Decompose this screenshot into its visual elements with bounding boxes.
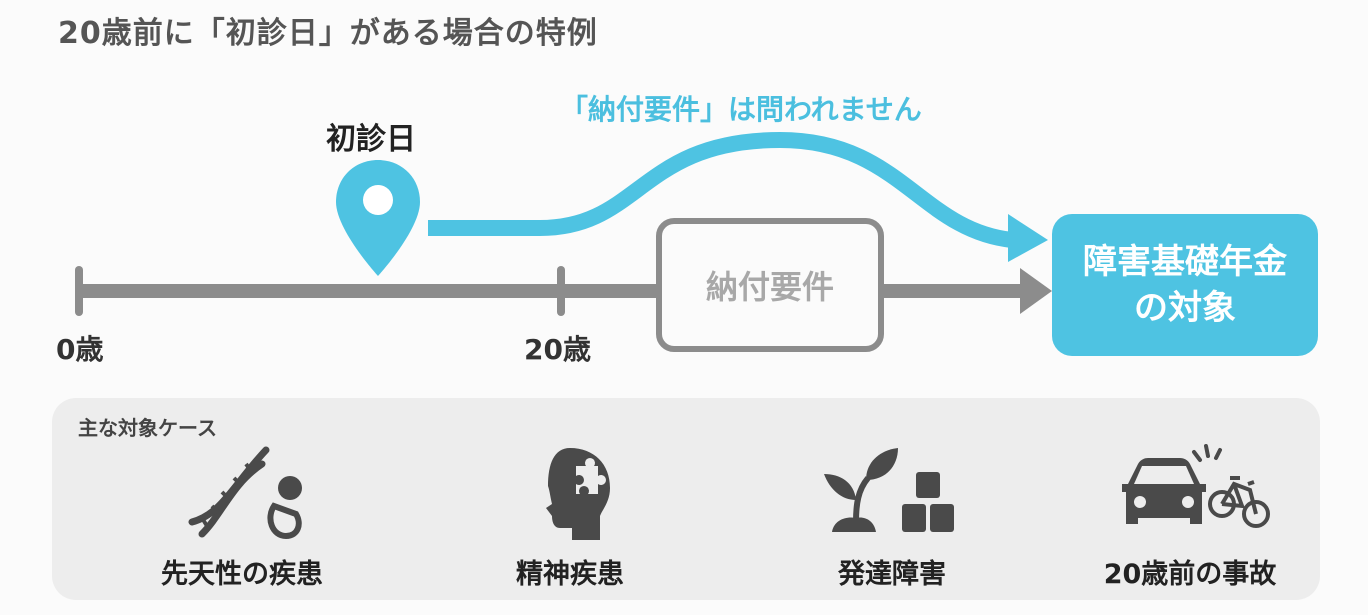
head-puzzle-icon — [546, 448, 610, 540]
dna-baby-icon — [188, 446, 302, 540]
timeline-arrowhead — [1020, 268, 1052, 314]
case-mental: 精神疾患 — [450, 444, 690, 591]
cases-title: 主な対象ケース — [78, 416, 217, 440]
case-label: 精神疾患 — [516, 559, 624, 590]
case-congenital: 先天性の疾患 — [122, 444, 362, 591]
tick-label-0: 0歳 — [56, 333, 104, 366]
location-pin-icon — [336, 160, 420, 276]
car-bicycle-icon — [1122, 444, 1270, 528]
case-label: 先天性の疾患 — [161, 559, 323, 590]
case-label: 発達障害 — [838, 559, 946, 590]
case-developmental: 発達障害 — [772, 444, 1012, 591]
exemption-label: 「納付要件」は問われません — [560, 93, 922, 126]
target-line-2: の対象 — [1134, 288, 1236, 328]
cases-panel: 主な対象ケース 先天性の疾患 精神疾患 — [52, 398, 1320, 600]
case-accident: 20歳前の事故 — [1070, 444, 1310, 591]
case-label: 20歳前の事故 — [1103, 559, 1277, 590]
curve-arrowhead — [1008, 214, 1048, 262]
tick-20 — [557, 266, 565, 316]
tick-0 — [75, 266, 83, 316]
exemption-curve — [428, 131, 1014, 248]
target-line-1: 障害基礎年金 — [1083, 242, 1287, 282]
payment-requirement-box: 納付要件 — [656, 218, 884, 352]
sprout-blocks-icon — [824, 448, 954, 532]
first-visit-label: 初診日 — [326, 122, 416, 157]
page-title: 20歳前に「初診日」がある場合の特例 — [58, 16, 598, 51]
pension-target-box: 障害基礎年金 の対象 — [1052, 214, 1318, 356]
tick-label-20: 20歳 — [524, 333, 591, 366]
